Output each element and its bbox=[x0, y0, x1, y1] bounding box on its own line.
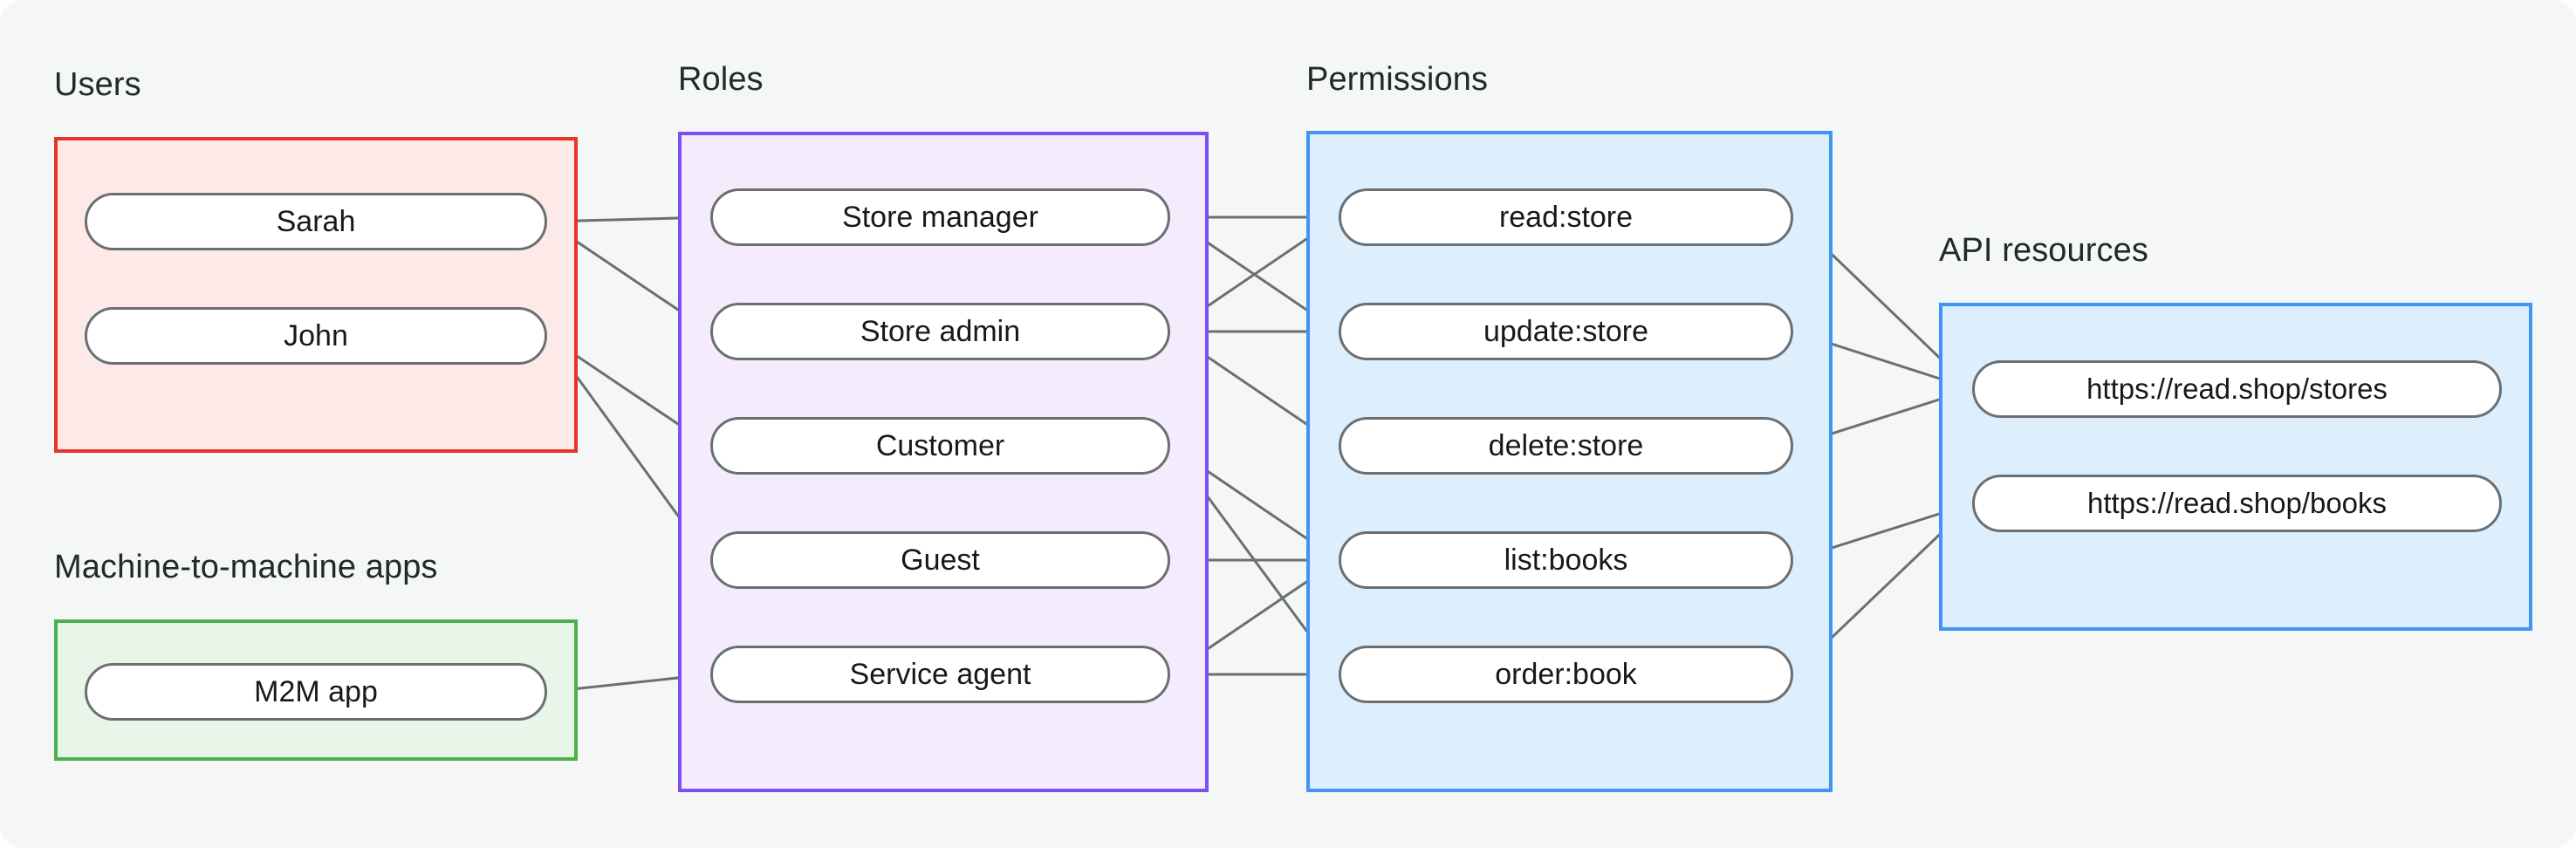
node-m2m-app[interactable]: M2M app bbox=[85, 663, 547, 721]
group-label-api-resources: API resources bbox=[1939, 232, 2148, 269]
node-read-store[interactable]: read:store bbox=[1339, 188, 1793, 246]
node-guest[interactable]: Guest bbox=[710, 531, 1170, 589]
group-label-roles: Roles bbox=[678, 61, 764, 98]
node-update-store[interactable]: update:store bbox=[1339, 303, 1793, 360]
group-label-permissions: Permissions bbox=[1306, 61, 1489, 98]
group-label-m2m: Machine-to-machine apps bbox=[54, 549, 438, 585]
node-delete-store[interactable]: delete:store bbox=[1339, 417, 1793, 475]
group-label-users: Users bbox=[54, 66, 141, 103]
node-list-books[interactable]: list:books bbox=[1339, 531, 1793, 589]
node-service-agent[interactable]: Service agent bbox=[710, 646, 1170, 703]
group-box-users bbox=[54, 137, 578, 453]
node-customer[interactable]: Customer bbox=[710, 417, 1170, 475]
node-read-shop-stores[interactable]: https://read.shop/stores bbox=[1972, 360, 2502, 418]
node-store-manager[interactable]: Store manager bbox=[710, 188, 1170, 246]
node-order-book[interactable]: order:book bbox=[1339, 646, 1793, 703]
node-read-shop-books[interactable]: https://read.shop/books bbox=[1972, 475, 2502, 532]
group-box-api-resources bbox=[1939, 303, 2532, 631]
node-john[interactable]: John bbox=[85, 307, 547, 365]
node-sarah[interactable]: Sarah bbox=[85, 193, 547, 250]
node-store-admin[interactable]: Store admin bbox=[710, 303, 1170, 360]
